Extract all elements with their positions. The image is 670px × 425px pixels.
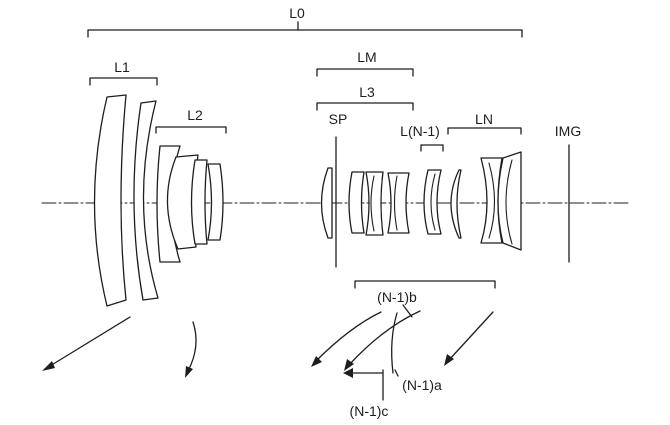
label-L-N-1: L(N-1): [400, 123, 440, 139]
trajectory-L3: [311, 311, 382, 367]
label-SP: SP: [329, 111, 348, 127]
trajectory-L1: [42, 316, 131, 371]
label-LN: LN: [475, 111, 493, 127]
lens-L1-element-2: [133, 100, 159, 301]
bracket-L2: [155, 126, 227, 134]
lens-LN-element-1: [450, 169, 462, 239]
lens-LN-element-3: [497, 151, 522, 251]
lens-L3-element-4: [387, 172, 410, 234]
trajectory-L-N-1-b: [344, 310, 421, 371]
label-N-1-b: (N-1)b: [377, 289, 417, 305]
lens-LN-element-2-inner-surface: [488, 162, 495, 239]
lens-L3-element-3-inner-surface: [370, 175, 375, 232]
leader-line-N-1-b: [402, 304, 413, 318]
leader-line-N-1-a: [394, 369, 399, 377]
lens-L3-front-element: [320, 167, 333, 239]
bracket-L3: [316, 102, 414, 111]
lens-L2-element-4: [207, 163, 224, 241]
trajectory-L-N-1-a: [391, 312, 398, 374]
bracket-LN: [447, 127, 522, 135]
bracket-L1: [89, 77, 158, 86]
label-LM: LM: [357, 49, 376, 65]
bracket-LM: [316, 68, 414, 77]
label-IMG: IMG: [555, 123, 581, 139]
lens-L2-element-3: [190, 159, 208, 245]
trajectory-L2: [185, 321, 197, 378]
bracket-L0: [87, 21, 523, 38]
lens-L3-element-3: [365, 171, 384, 236]
label-N-1-a: (N-1)a: [402, 377, 442, 393]
label-L0: L0: [289, 5, 305, 21]
trajectory-L-N-1-c: [343, 368, 384, 401]
trajectory-LN: [444, 311, 494, 366]
lens-L1-element-1: [93, 94, 127, 307]
lens-LN-element-3-inner-surface: [505, 159, 513, 245]
lens-L3-element-4-inner-surface: [393, 175, 398, 231]
bracket-movement: [354, 280, 496, 289]
lens-L3-element-2: [348, 171, 365, 234]
label-L2: L2: [187, 107, 203, 123]
label-L3: L3: [359, 84, 375, 100]
label-N-1-c: (N-1)c: [350, 403, 389, 419]
bracket-L-N-1: [420, 144, 444, 152]
lens-L-N-1-element: [423, 169, 442, 235]
label-L1: L1: [114, 59, 130, 75]
lens-L-N-1-inner-surface: [430, 173, 436, 231]
